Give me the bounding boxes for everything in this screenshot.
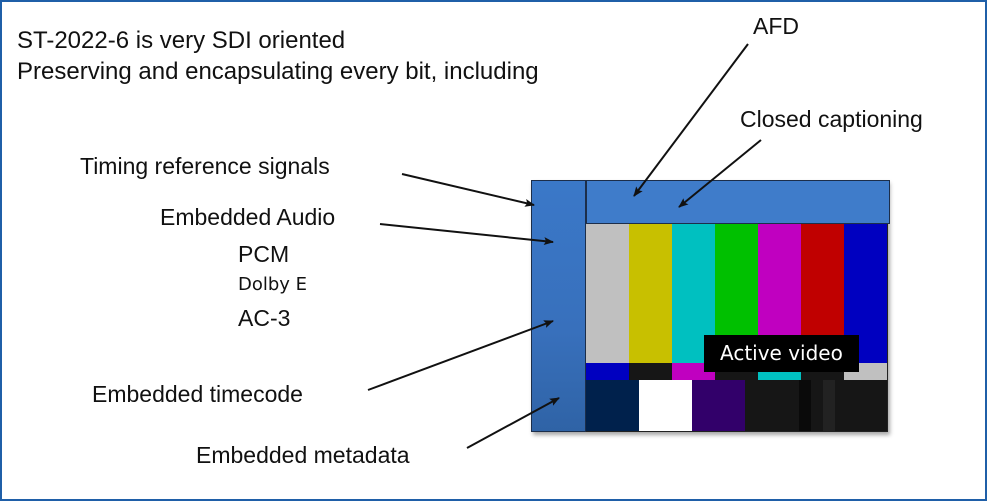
pluge-bar-minus-i xyxy=(586,380,640,431)
color-bar xyxy=(586,224,630,363)
pluge-bar-white xyxy=(639,380,693,431)
audio-format-pcm: PCM xyxy=(238,241,290,267)
audio-format-dolby-e: Dolby E xyxy=(238,274,308,295)
pluge-bar-plus-q xyxy=(692,380,746,431)
active-video-region: Active video xyxy=(586,224,888,432)
title-line-1: ST-2022-6 is very SDI oriented xyxy=(17,27,346,54)
callout-afd: AFD xyxy=(753,13,799,39)
title-line-2: Preserving and encapsulating every bit, … xyxy=(17,58,539,85)
audio-format-ac3: AC-3 xyxy=(238,305,291,331)
pluge-bar-pluge-black xyxy=(811,380,825,431)
color-bar xyxy=(629,224,673,363)
callout-closed-captioning: Closed captioning xyxy=(740,106,923,132)
pluge-bar-pluge-dark xyxy=(799,380,813,431)
callout-embedded-metadata: Embedded metadata xyxy=(196,442,410,468)
castellation-bar xyxy=(586,363,630,380)
callout-embedded-timecode: Embedded timecode xyxy=(92,381,303,407)
vertical-ancillary-region xyxy=(585,180,890,224)
pluge-bar-pluge-light xyxy=(823,380,837,431)
castellation-bar xyxy=(629,363,673,380)
active-video-label: Active video xyxy=(704,335,859,372)
callout-timing-reference-signals: Timing reference signals xyxy=(80,153,330,179)
pluge-bar-black-end xyxy=(835,380,887,431)
horizontal-ancillary-region xyxy=(531,180,586,432)
callout-embedded-audio: Embedded Audio xyxy=(160,204,336,230)
pluge-bar-black xyxy=(745,380,801,431)
sdi-frame-diagram: Active video xyxy=(531,180,890,432)
